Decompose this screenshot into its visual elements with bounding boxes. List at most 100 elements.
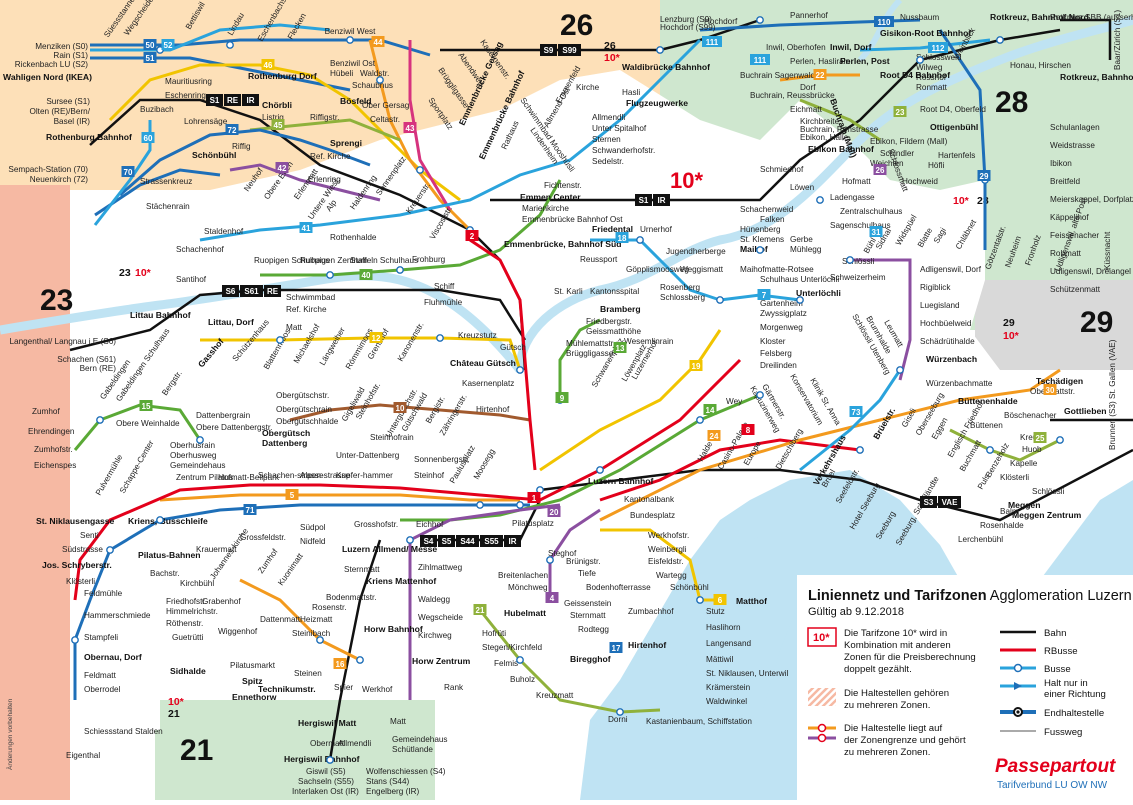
line-badge-box-30 [1043, 384, 1057, 395]
station-label-erlenring: Erlenring [308, 175, 341, 184]
station-label-wuerzenbach: Würzenbach [926, 354, 977, 364]
line-badge-4: 4 [545, 592, 559, 603]
line-badge-box-1 [527, 492, 541, 503]
station-label-benziwil-ost: Benziwil Ost [330, 59, 376, 68]
rail-tag-s3vae-0: S3 [924, 498, 934, 507]
line-badge-box-51 [143, 52, 157, 63]
station-label-stutz: Stutz [706, 607, 725, 616]
station-label-horw-zentrum: Horw Zentrum [412, 656, 471, 666]
station-label-steinhof: Steinhof [414, 471, 445, 480]
station-stop-27 [396, 266, 404, 274]
station-label-werkhof: Werkhof [362, 685, 393, 694]
line-badge-number-110: 110 [878, 18, 891, 27]
zone-29-label: 29 [1080, 306, 1113, 339]
rail-line-hergiswil [328, 539, 382, 761]
station-label-schlossweid: Schlossweid [916, 53, 962, 62]
station-label-staldenhof: Staldenhof [204, 227, 244, 236]
station-label-huebeli: Hübeli [330, 69, 353, 78]
line-badge-box-110 [874, 16, 894, 27]
station-label-bern-re: Bern (RE) [80, 364, 117, 373]
line-badge-112: 112 [928, 42, 948, 53]
lake-west-inlet [690, 540, 760, 605]
station-label-oberhusweg: Oberhusweg [170, 451, 217, 460]
zone-29-area [975, 280, 1133, 370]
station-label-dreilinden: Dreilinden [760, 361, 797, 370]
station-stop-30 [656, 46, 664, 54]
station-label-kraemerstein: Krämerstein [706, 683, 751, 692]
line-badge-number-13: 13 [616, 344, 625, 353]
line-badge-51: 51 [143, 52, 157, 63]
station-label-dattenmatt: Dattenmatt [260, 615, 301, 624]
station-label-gottlieben: Gottlieben [1064, 406, 1107, 416]
station-label-feldmuehle: Feldmühle [84, 589, 123, 598]
station-label-littau-bhf: Littau Bahnhof [130, 310, 191, 320]
line-badge-41: 41 [299, 222, 313, 233]
station-stop-43 [326, 756, 334, 764]
line-badge-number-21: 21 [476, 606, 485, 615]
line-badge-box-60 [141, 132, 155, 143]
station-label-rodtegg: Rodtegg [578, 625, 609, 634]
zone-26-small: 26 [604, 40, 616, 52]
line-badge-18: 18 [615, 232, 629, 243]
station-stop-15 [756, 391, 764, 399]
line-badge-number-25: 25 [1036, 434, 1045, 443]
station-label-schweizerheim: Schweizerheim [830, 273, 886, 282]
station-label-roethenstr: Röthenstr. [166, 619, 203, 628]
station-label-riffig: Riffig [232, 142, 251, 151]
station-label-sedelstr: Sedelstr. [592, 157, 624, 166]
brand-logo-text: Passepartout [995, 756, 1116, 777]
station-label-weggismatt: Weggismatt [680, 265, 724, 274]
station-label-bundesplatz: Bundesplatz [630, 511, 675, 520]
rail-tag-s4s5s44s55ir-0: S4 [424, 537, 434, 546]
line-badge-number-18: 18 [618, 234, 627, 243]
station-label-friedbergstr: Friedbergstr. [586, 317, 632, 326]
station-label-breitfeld: Breitfeld [1050, 177, 1080, 186]
station-label-reussport: Reussport [580, 255, 618, 264]
station-label-zentrum-pilatus: Zentrum Pilatus [176, 473, 233, 482]
station-label-interlaken: Interlaken Ost (IR) [292, 787, 359, 796]
station-label-matt: Matt [286, 323, 303, 332]
station-label-nussbaum: Nussbaum [900, 13, 939, 22]
station-label-marienkirche: Marienkirche [522, 204, 569, 213]
line-badge-number-19: 19 [692, 362, 701, 371]
rail-tag-box-s3vae-1 [938, 496, 961, 508]
station-label-schindler: Schindler [880, 149, 914, 158]
station-label-luzern-bhf: Luzern Bahnhof [588, 476, 654, 486]
rail-tag-s3vae-1: VAE [942, 498, 959, 507]
zone-10-label: 10* [670, 168, 703, 193]
station-label-rank: Rank [444, 683, 464, 692]
bus-line-1 [73, 358, 742, 601]
station-label-st-niklausen-unterwil: St. Niklausen, Unterwil [706, 669, 789, 678]
station-label-bruenigstr: Brünigstr. [566, 557, 601, 566]
zone-labels: 26 28 23 29 21 10* 26 10* 23 10* 29 10* … [40, 9, 1113, 767]
station-label-kirchbreite: Kirchbreite [800, 117, 840, 126]
line-badge-number-26: 26 [876, 166, 885, 175]
station-stop-44 [696, 596, 704, 604]
line-badge-number-9: 9 [560, 394, 565, 403]
line-badge-box-42 [275, 162, 289, 173]
line-badge-26: 26 [873, 164, 887, 175]
station-stop-20 [516, 501, 524, 509]
station-label-steghof: Steghof [548, 549, 577, 558]
line-badge-number-22: 22 [816, 71, 825, 80]
line-badge-111: 111 [702, 36, 722, 47]
station-label-technikumstr: Technikumstr. [258, 684, 316, 694]
station-label-st-karli: St. Karli [554, 287, 583, 296]
station-label-maihof: Maihof [740, 244, 768, 254]
station-label-rosenhalde: Rosenhalde [980, 521, 1024, 530]
station-label-breitenlachen: Breitenlachen [498, 571, 549, 580]
station-stop-41 [356, 656, 364, 664]
station-label-grabenhof: Grabenhof [202, 597, 241, 606]
station-label-lohrensaege: Lohrensäge [184, 117, 228, 126]
station-label-chorbli: Chörbli [262, 100, 292, 110]
station-label-zwyssigplatz: Zwyssigplatz [760, 309, 807, 318]
station-label-senti: Senti [80, 531, 99, 540]
rail-tag-box-s4s5s44s55ir-0 [420, 535, 437, 547]
station-label-feldmatt: Feldmatt [84, 671, 117, 680]
station-label-staffeln-schulhaus: Staffeln Schulhaus [350, 256, 418, 265]
station-label-kuessnacht: Küssnacht [1103, 231, 1112, 270]
line-badge-72: 72 [225, 124, 239, 135]
legend-rail-label: Bahn [1044, 628, 1066, 639]
station-label-balm: Balm [1000, 507, 1019, 516]
station-label-frohburg: Frohburg [412, 255, 446, 264]
